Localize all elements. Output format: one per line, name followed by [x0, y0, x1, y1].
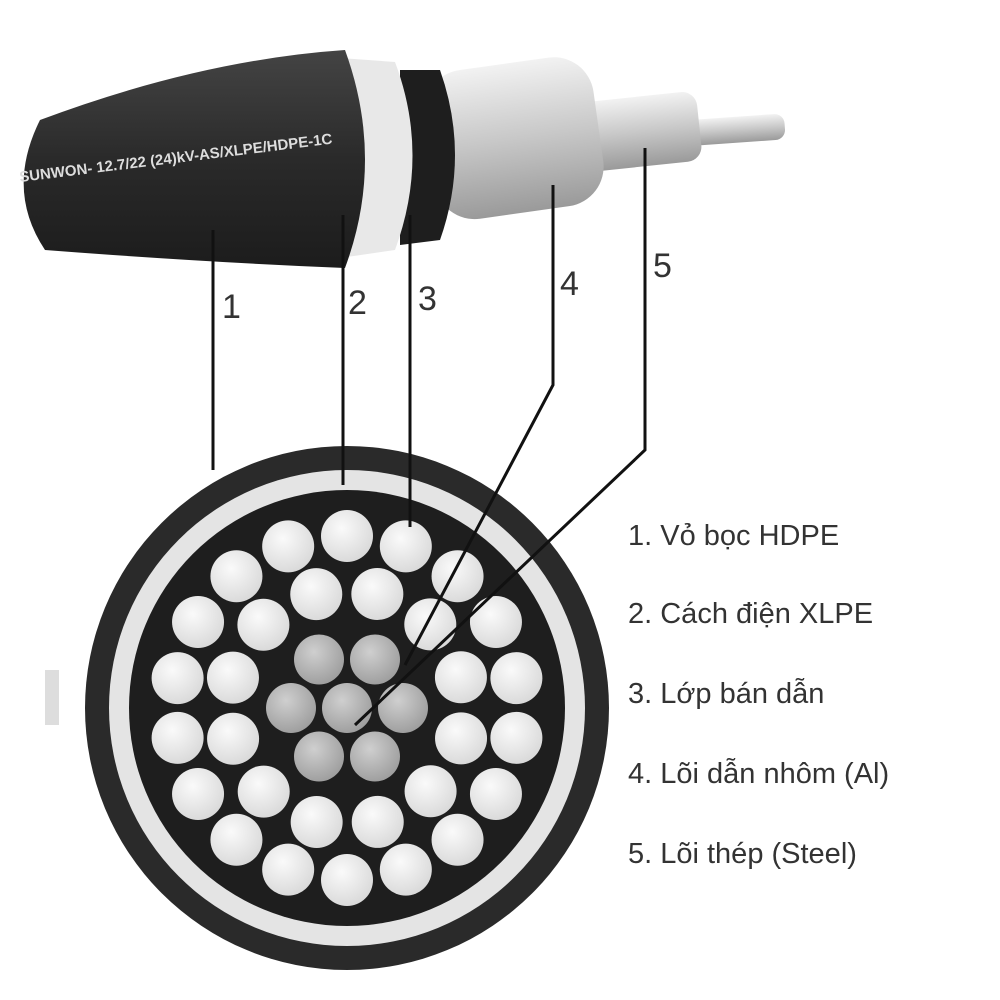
- aluminum-strand: [207, 712, 260, 765]
- cable-cross-section: [45, 446, 609, 970]
- legend-item-hdpe-sheath: 1. Vỏ bọc HDPE: [628, 520, 840, 552]
- aluminum-strand: [404, 598, 457, 651]
- aluminum-strand: [172, 596, 225, 648]
- callout-number-5: 5: [653, 247, 672, 285]
- callout-number-2: 2: [348, 284, 367, 322]
- legend-item-xlpe-insulation: 2. Cách điện XLPE: [628, 598, 874, 630]
- semiconductor-layer-side: [400, 70, 455, 245]
- aluminum-strand: [237, 598, 290, 651]
- aluminum-strand: [379, 843, 432, 896]
- steel-strand: [350, 634, 400, 685]
- aluminum-strand: [469, 768, 522, 820]
- steel-strand: [294, 731, 344, 782]
- steel-strand: [322, 683, 372, 733]
- aluminum-strand: [262, 843, 315, 896]
- steel-strand: [350, 731, 400, 782]
- callout-lines: [211, 148, 647, 727]
- legend-item-steel-core: 5. Lõi thép (Steel): [628, 838, 857, 870]
- aluminum-strand: [206, 651, 259, 704]
- steel-strand: [378, 683, 428, 733]
- aluminum-strand: [210, 550, 263, 603]
- aluminum-strand: [290, 568, 343, 621]
- hdpe-sheath-side: [23, 50, 366, 268]
- aluminum-strand: [379, 520, 432, 573]
- aluminum-strand: [210, 813, 263, 866]
- steel-strand: [294, 634, 344, 685]
- aluminum-strand: [431, 813, 484, 866]
- aluminum-strand: [435, 712, 488, 765]
- aluminum-strand: [172, 768, 225, 820]
- aluminum-strand: [490, 711, 543, 764]
- aluminum-strand: [490, 652, 543, 705]
- aluminum-strands-side: [424, 57, 702, 220]
- conductor-strands: [151, 510, 543, 906]
- aluminum-strand: [321, 854, 373, 906]
- aluminum-strand: [321, 510, 373, 562]
- callout-line-4: [403, 185, 555, 666]
- legend-item-semiconductor: 3. Lớp bán dẫn: [628, 678, 825, 710]
- steel-strand: [266, 683, 316, 733]
- callout-line-5: [353, 148, 647, 727]
- aluminum-strand: [151, 711, 204, 764]
- aluminum-strand: [290, 796, 343, 849]
- callout-number-3: 3: [418, 280, 437, 318]
- aluminum-strand: [404, 765, 457, 818]
- aluminum-strand: [151, 652, 204, 705]
- cable-side-view: SUNWON- 12.7/22 (24)kV-AS/XLPE/HDPE-1C: [18, 50, 786, 268]
- steel-core-tip: [689, 114, 786, 146]
- aluminum-strand: [262, 520, 315, 573]
- aluminum-strand: [351, 567, 404, 620]
- aluminum-strand: [469, 596, 522, 648]
- callout-number-1: 1: [222, 288, 241, 326]
- aluminum-strand: [434, 651, 487, 704]
- legend-item-aluminum-conductor: 4. Lõi dẫn nhôm (Al): [628, 758, 890, 790]
- aluminum-strand: [351, 795, 404, 848]
- aluminum-strand: [431, 550, 484, 603]
- callout-number-4: 4: [560, 265, 579, 303]
- aluminum-strand: [237, 765, 290, 818]
